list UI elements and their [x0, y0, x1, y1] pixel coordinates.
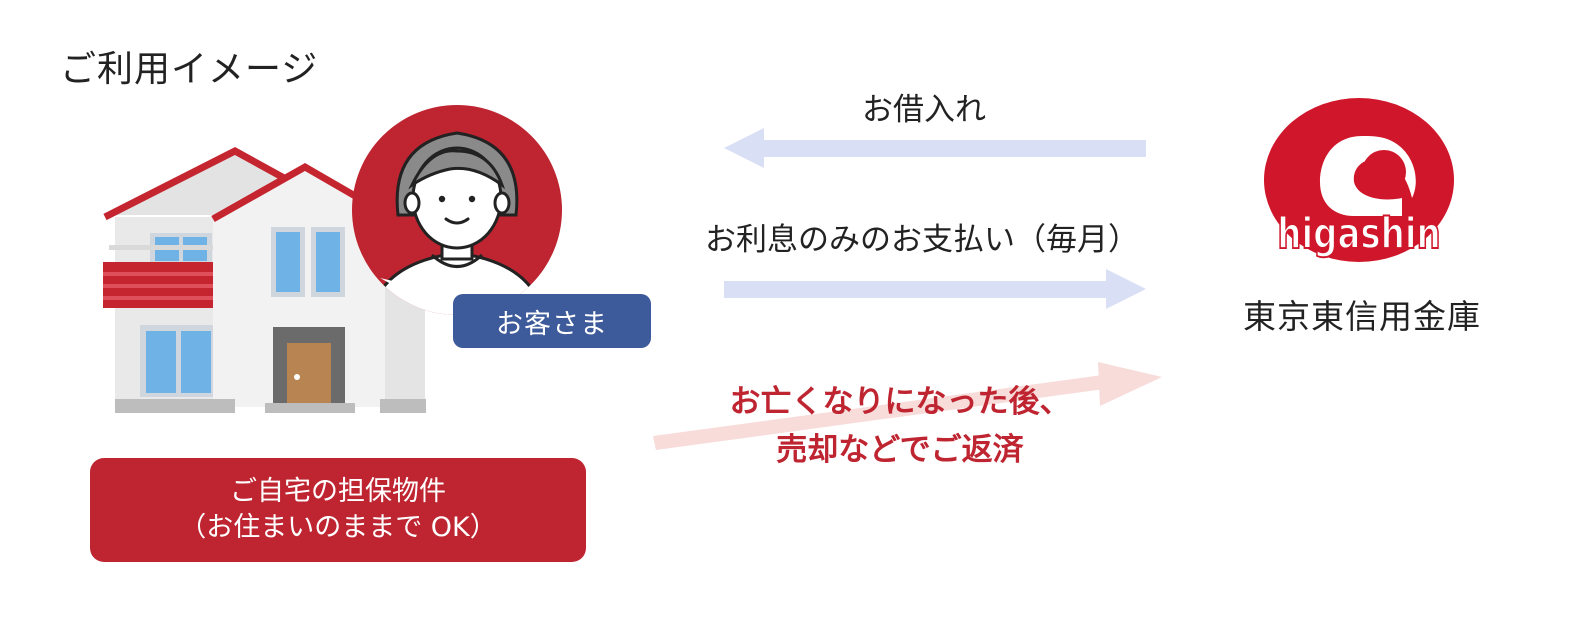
- repayment-note: お亡くなりになった後、 売却などでご返済: [690, 378, 1110, 474]
- repayment-note-line-1: お亡くなりになった後、: [729, 384, 1071, 420]
- collateral-line-2: （お住まいのままで OK）: [179, 512, 497, 543]
- collateral-line-1: ご自宅の担保物件: [230, 476, 446, 507]
- repayment-note-line-2: 売却などでご返済: [776, 432, 1024, 468]
- bank-name: 東京東信用金庫: [1243, 297, 1481, 336]
- borrow-label: お借入れ: [862, 92, 986, 128]
- collateral-property-box: ご自宅の担保物件 （お住まいのままで OK）: [90, 458, 586, 562]
- arrow-up-right-icon: [653, 362, 1162, 450]
- bank-logo-text: higashin: [1277, 209, 1440, 259]
- elderly-woman-avatar-icon: [352, 105, 562, 315]
- page-title: ご利用イメージ: [60, 49, 319, 90]
- arrow-right-icon: [724, 269, 1146, 309]
- interest-payment-label: お利息のみのお支払い（毎月）: [705, 222, 1139, 258]
- arrow-left-icon: [724, 128, 1146, 168]
- bank-logo-icon: higashin: [1264, 98, 1454, 262]
- customer-badge-label: お客さま: [496, 308, 608, 340]
- customer-badge: お客さま: [453, 294, 651, 348]
- flow-arrows: [653, 128, 1162, 450]
